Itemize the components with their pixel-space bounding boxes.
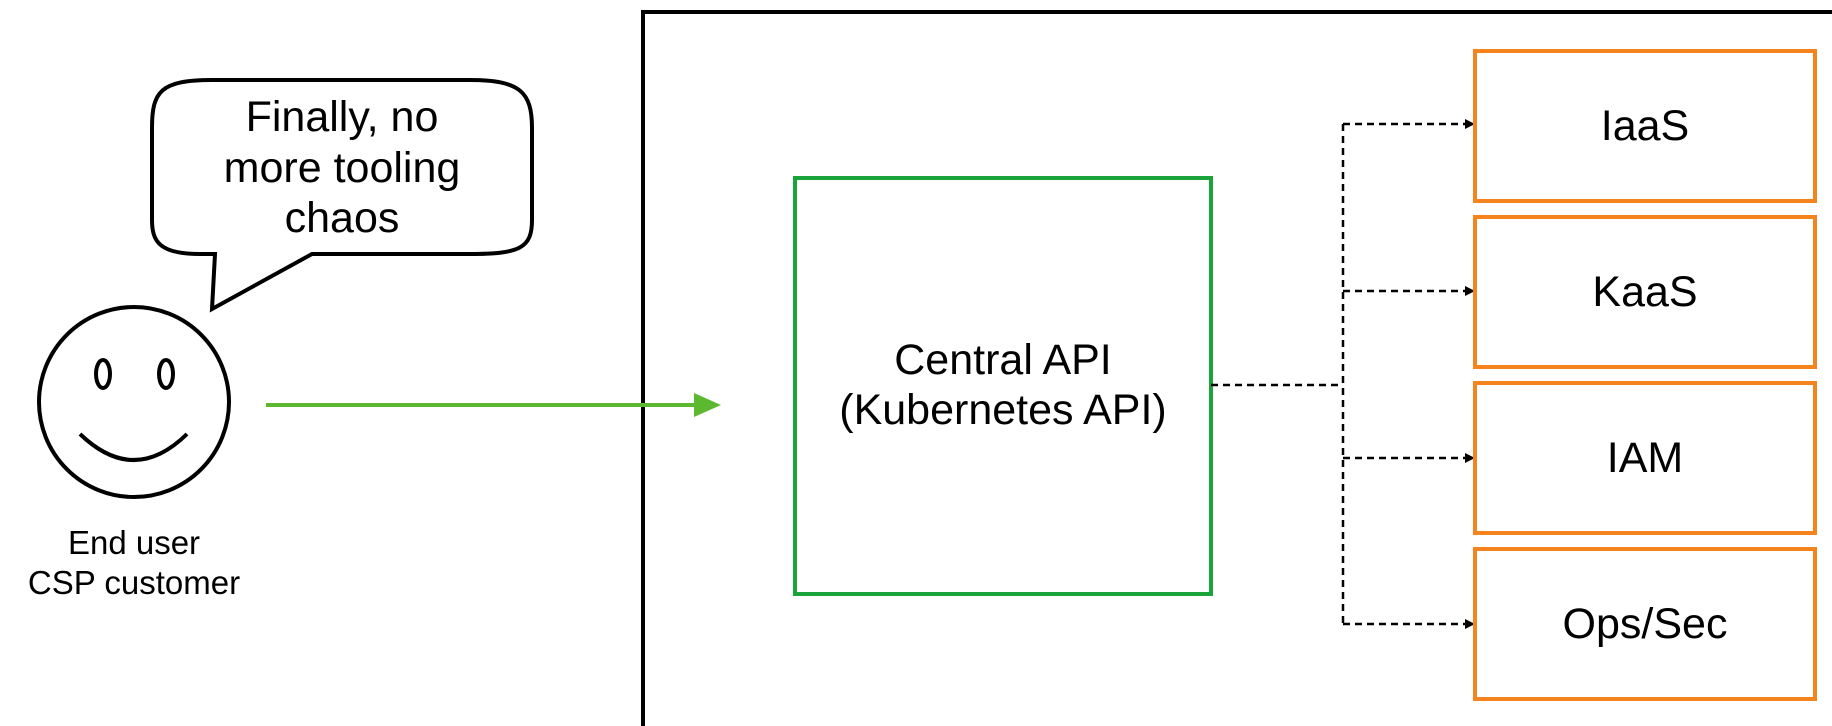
service-box-iam [1473, 381, 1817, 535]
service-label-iaas-text: IaaS [1600, 101, 1690, 150]
platform-container [641, 10, 1832, 726]
service-label-kaas: KaaS [1475, 217, 1815, 367]
service-label-kaas-text: KaaS [1592, 267, 1698, 316]
service-label-opssec-text: Ops/Sec [1562, 599, 1728, 648]
central-api-line-2: (Kubernetes API) [839, 386, 1167, 434]
service-arrows [1343, 119, 1475, 629]
service-label-opssec: Ops/Sec [1475, 549, 1815, 699]
smiley-face-icon [37, 305, 231, 499]
speech-bubble-line-3: chaos [284, 194, 400, 243]
speech-bubble-line-1: Finally, no [245, 92, 439, 141]
connector-lines [1211, 124, 1345, 624]
speech-bubble-text: Finally, no more tooling chaos [152, 86, 532, 250]
service-box-iaas [1473, 49, 1817, 203]
central-api-label: Central API (Kubernetes API) [795, 330, 1211, 440]
speech-bubble-line-2: more tooling [223, 143, 461, 192]
service-box-opssec [1473, 547, 1817, 701]
service-box-kaas [1473, 215, 1817, 369]
user-label-line-2: CSP customer [27, 564, 241, 601]
service-label-iam-text: IAM [1606, 433, 1684, 482]
service-label-iam: IAM [1475, 383, 1815, 533]
speech-bubble [150, 78, 534, 313]
central-api-line-1: Central API [894, 335, 1112, 384]
user-label: End user CSP customer [0, 520, 268, 606]
request-arrow [266, 393, 721, 417]
service-label-iaas: IaaS [1475, 51, 1815, 201]
user-label-line-1: End user [67, 523, 201, 561]
